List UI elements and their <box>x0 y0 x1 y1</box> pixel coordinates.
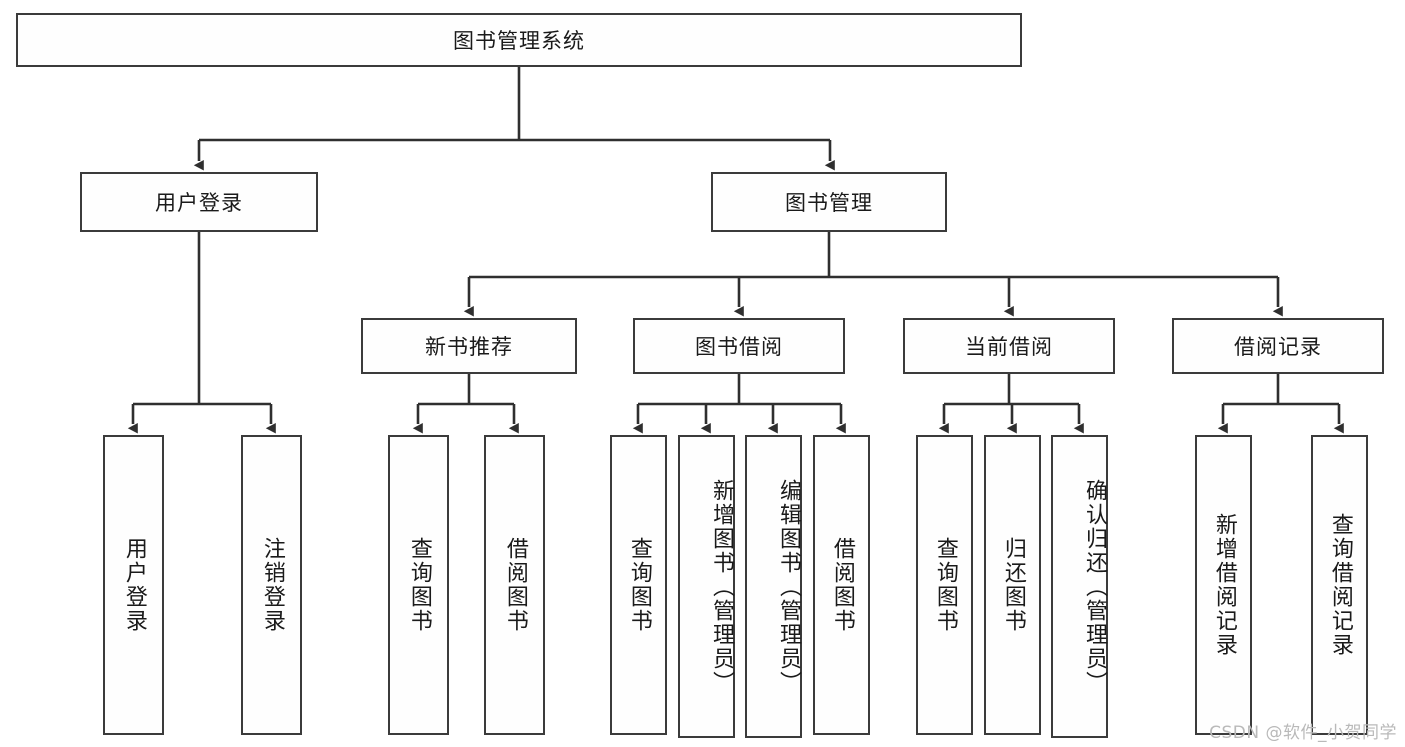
node-leaf-user-login[interactable]: 用户登录 <box>103 435 164 735</box>
node-borrow-record[interactable]: 借阅记录 <box>1172 318 1384 374</box>
book-manage-to-level3-connectors <box>463 232 1283 317</box>
node-user-login[interactable]: 用户登录 <box>80 172 318 232</box>
node-leaf-confirm-return-admin[interactable]: 确认归还（管理员） <box>1051 435 1108 738</box>
node-leaf-borrow-book-recommend[interactable]: 借阅图书 <box>484 435 545 735</box>
node-book-borrow[interactable]: 图书借阅 <box>633 318 845 374</box>
node-leaf-query-book-borrow[interactable]: 查询图书 <box>610 435 667 735</box>
user-login-to-leaf-connectors <box>127 232 276 434</box>
node-leaf-query-book-current[interactable]: 查询图书 <box>916 435 973 735</box>
node-leaf-return-book[interactable]: 归还图书 <box>984 435 1041 735</box>
new-book-recommend-to-leaf-connectors <box>412 374 519 434</box>
node-root-system[interactable]: 图书管理系统 <box>16 13 1022 67</box>
node-leaf-add-book-admin[interactable]: 新增图书（管理员） <box>678 435 735 738</box>
borrow-record-to-leaf-connectors <box>1217 374 1344 434</box>
current-borrow-to-leaf-connectors <box>938 374 1084 434</box>
node-leaf-query-borrow-record[interactable]: 查询借阅记录 <box>1311 435 1368 735</box>
node-book-manage[interactable]: 图书管理 <box>711 172 947 232</box>
node-leaf-query-book-recommend[interactable]: 查询图书 <box>388 435 449 735</box>
node-leaf-edit-book-admin[interactable]: 编辑图书（管理员） <box>745 435 802 738</box>
watermark-text: CSDN @软件_小贺同学 <box>1209 723 1397 743</box>
book-borrow-to-leaf-connectors <box>632 374 846 434</box>
node-current-borrow[interactable]: 当前借阅 <box>903 318 1115 374</box>
node-new-book-recommend[interactable]: 新书推荐 <box>361 318 577 374</box>
root-to-level2-connectors <box>193 67 835 171</box>
node-leaf-add-borrow-record[interactable]: 新增借阅记录 <box>1195 435 1252 735</box>
node-leaf-borrow-book[interactable]: 借阅图书 <box>813 435 870 735</box>
node-leaf-logout-login[interactable]: 注销登录 <box>241 435 302 735</box>
